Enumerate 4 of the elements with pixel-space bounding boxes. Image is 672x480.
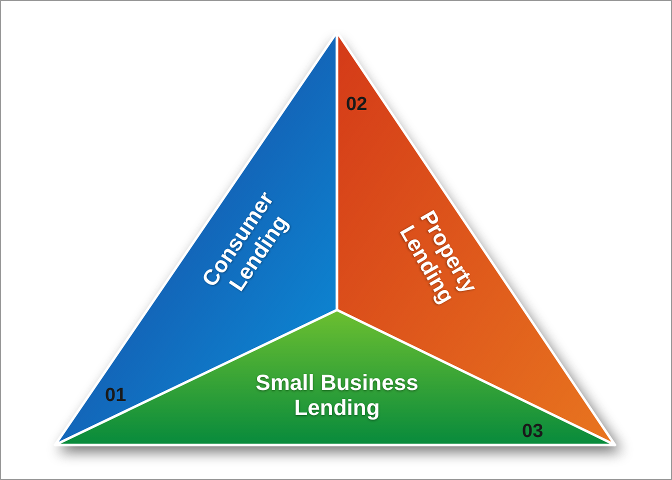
segment-title: Small Business Lending: [254, 370, 420, 420]
segment-number: 03: [522, 421, 544, 443]
segment-number: 01: [105, 385, 126, 407]
segment-number: 02: [346, 94, 368, 116]
